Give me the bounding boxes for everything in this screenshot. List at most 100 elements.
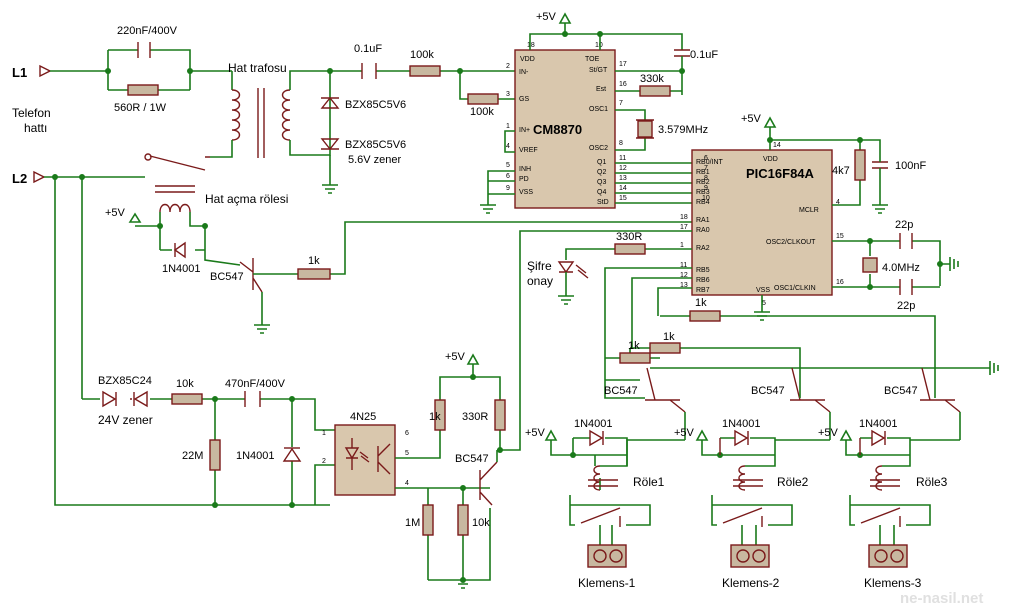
capacitor-100nf — [872, 161, 888, 169]
pin-label: RB0/INT — [696, 159, 724, 166]
res-1k-label: 1k — [429, 411, 441, 423]
relay-switch-arm — [149, 155, 210, 171]
resistor-10k-b — [457, 504, 469, 536]
pin-number: 14 — [773, 142, 781, 149]
klemens3-label: Klemens-3 — [864, 576, 922, 590]
res-1k-label: 1k — [628, 340, 640, 352]
pin-label: Q4 — [597, 189, 606, 196]
pin-number: 15 — [836, 233, 844, 240]
pin-label: OSC1/CLKIN — [774, 285, 816, 292]
resistor-22m — [209, 439, 221, 471]
pin-number: 16 — [619, 81, 627, 88]
line-transformer: Hat trafosu — [228, 61, 291, 158]
resistor-1k-rb7 — [689, 310, 721, 322]
primary-coil — [231, 89, 241, 141]
relay-contact — [144, 153, 152, 161]
pin-label: RB4 — [696, 199, 710, 206]
transformer-core — [257, 88, 265, 158]
pin-number: 6 — [506, 173, 510, 180]
res-1m-label: 1M — [405, 517, 420, 529]
res-10k-label: 10k — [472, 517, 490, 529]
bc547-label: BC547 — [884, 385, 918, 397]
l1-wire — [50, 49, 232, 91]
bc547-ring: BC547 — [455, 450, 498, 506]
role1-label: Röle1 — [633, 475, 665, 489]
diode-1n4001 — [734, 429, 749, 447]
pin-number: 5 — [506, 162, 510, 169]
resistor-560r — [127, 84, 159, 96]
diode-label: 1N4001 — [236, 450, 275, 462]
cm8870-label: CM8870 — [533, 122, 582, 137]
bc547-relay1: BC547 — [604, 367, 686, 440]
relay-2: +5V 1N4001 Röle2 Klemens-2 — [674, 418, 830, 590]
cm8870-dtmf-decoder: 0.1uF 100k 100k CM8870 VDD TOE IN- GS IN… — [330, 11, 718, 214]
relay-3: +5V 1N4001 Röle3 Klemens-3 — [818, 418, 960, 590]
pin-number: 9 — [704, 185, 708, 192]
pin-label: Q2 — [597, 169, 606, 176]
telefon-label: Telefon — [12, 106, 51, 120]
bc547-label: BC547 — [455, 453, 489, 465]
zener-voltage-label: 5.6V zener — [348, 154, 402, 166]
pin-label: Q1 — [597, 159, 606, 166]
hat-acma-relay-coil: +5V 1N4001 — [105, 203, 208, 275]
l2-wire — [44, 176, 330, 506]
pin-number: 2 — [322, 458, 326, 465]
bc547-label: BC547 — [751, 385, 785, 397]
capacitors-22p — [899, 233, 913, 295]
resistor-1k-rb6 — [649, 342, 681, 354]
pin-label: StD — [597, 199, 609, 206]
res-100k-label: 100k — [410, 49, 434, 61]
pin-number: 2 — [506, 63, 510, 70]
zener2-label: BZX85C5V6 — [345, 139, 406, 151]
ground-symbol — [949, 257, 959, 271]
resistor-10k — [171, 393, 203, 405]
pin-number: 15 — [619, 195, 627, 202]
pin-number: 16 — [836, 279, 844, 286]
res-330r-label: 330R — [462, 411, 488, 423]
vcc-label: +5V — [536, 11, 557, 23]
hatti-label: hattı — [24, 121, 47, 135]
res-10k-label: 10k — [176, 378, 194, 390]
pin-label: RA0 — [696, 227, 710, 234]
res-330k-label: 330k — [640, 73, 664, 85]
zener-pair: BZX85C5V6 BZX85C5V6 5.6V zener — [320, 96, 406, 194]
pin-label: VSS — [519, 189, 533, 196]
pin-number: 13 — [619, 175, 627, 182]
pin-label: IN+ — [519, 127, 530, 134]
pin-number: 18 — [680, 214, 688, 221]
pin-label: RB2 — [696, 179, 710, 186]
diode-1n4001 — [173, 241, 186, 259]
pin-label: RA1 — [696, 217, 710, 224]
pin-label: Q3 — [597, 179, 606, 186]
relay-contact-2 — [722, 507, 763, 527]
pin-number: 4 — [836, 199, 840, 206]
vcc-label: +5V — [818, 427, 839, 439]
pin-number: 5 — [762, 300, 766, 307]
pin-number: 5 — [405, 450, 409, 457]
cap-470nf-label: 470nF/400V — [225, 378, 286, 390]
cap-220nf-label: 220nF/400V — [117, 25, 178, 37]
res-100k-gs-label: 100k — [470, 106, 494, 118]
l1-terminal — [39, 64, 52, 78]
pin-label: OSC2 — [589, 145, 608, 152]
line-input-section: L1 L2 Telefon hattı 220nF/400V 560R / 1W… — [12, 25, 692, 506]
pic-label: PIC16F84A — [746, 166, 815, 181]
zener-24v-b — [133, 390, 148, 408]
relay-coupling — [155, 185, 195, 193]
pin-label: St/GT — [589, 67, 608, 74]
l1-label: L1 — [12, 65, 27, 80]
pin-label: RB6 — [696, 277, 710, 284]
vcc-arrow — [128, 212, 142, 223]
klemens2-label: Klemens-2 — [722, 576, 780, 590]
hat-trafosu-label: Hat trafosu — [228, 61, 287, 75]
pin-label: RB5 — [696, 267, 710, 274]
cap-01uf-label: 0.1uF — [354, 43, 382, 55]
pin-number: 4 — [506, 143, 510, 150]
zener24-label: 24V zener — [98, 413, 153, 427]
bc547-hat-relay: 1k BC547 — [204, 221, 692, 334]
4n25-label: 4N25 — [350, 411, 376, 423]
resistor-330k — [639, 85, 671, 97]
capacitor-01uf-b — [674, 49, 690, 57]
pin-number: 7 — [619, 100, 623, 107]
